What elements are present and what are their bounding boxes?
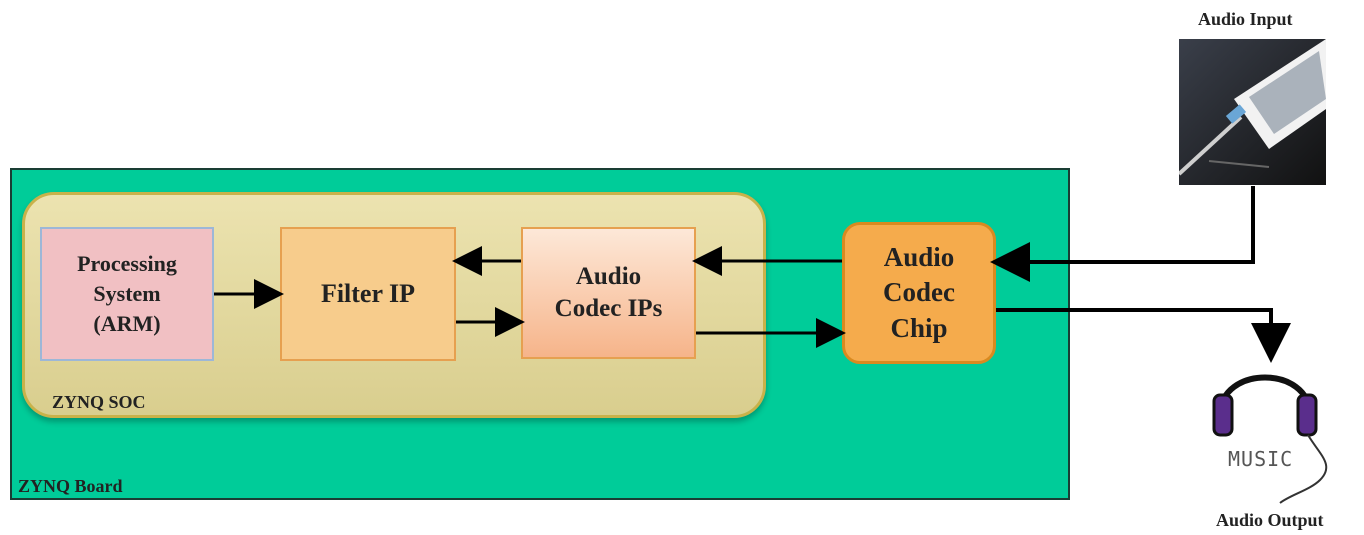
audio-codec-chip-label: Audio Codec Chip — [883, 242, 955, 343]
audio-codec-chip-block: Audio Codec Chip — [842, 222, 996, 364]
audio-input-label: Audio Input — [1198, 9, 1293, 29]
processing-system-block: Processing System (ARM) — [40, 227, 214, 361]
phone-audio-jack-icon — [1179, 39, 1326, 185]
zynq-board-label: ZYNQ Board — [18, 476, 123, 496]
audio-codec-ips-block: Audio Codec IPs — [521, 227, 696, 359]
processing-system-label: Processing System (ARM) — [77, 251, 177, 336]
headphones-icon — [1212, 374, 1328, 504]
audio-output-label: Audio Output — [1216, 510, 1324, 530]
filter-ip-label: Filter IP — [320, 279, 416, 308]
arrow-chip-to-output — [996, 308, 1291, 363]
zynq-soc-label: ZYNQ SOC — [52, 392, 146, 412]
arrow-input-to-chip — [990, 186, 1255, 282]
music-text: MUSIC — [1228, 447, 1294, 471]
audio-codec-ips-label: Audio Codec IPs — [554, 262, 663, 323]
